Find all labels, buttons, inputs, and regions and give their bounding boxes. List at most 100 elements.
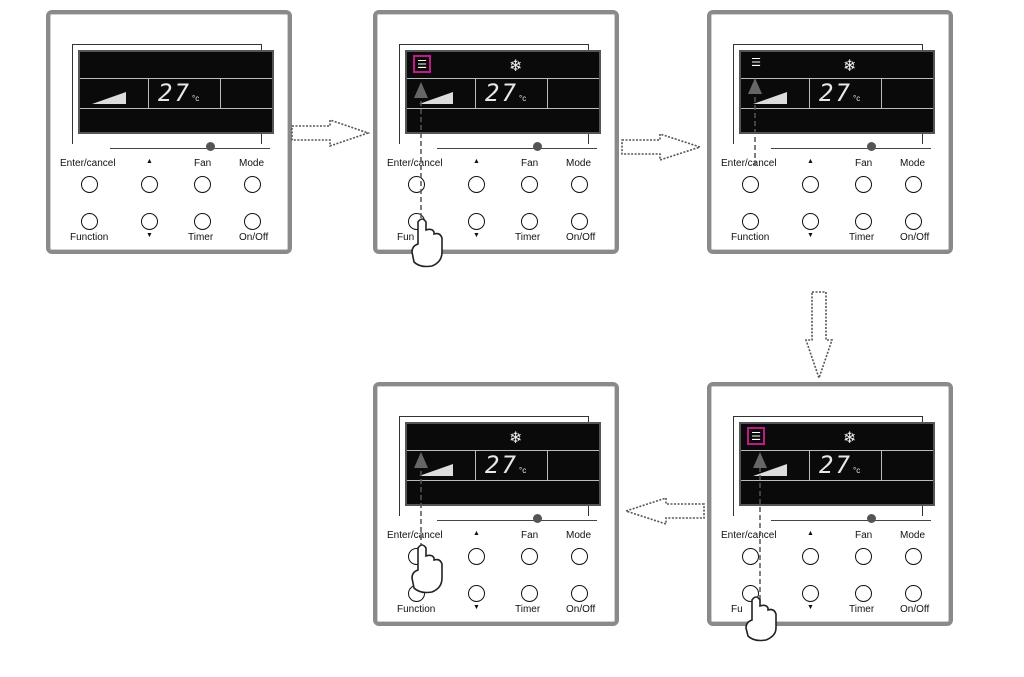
mode-button[interactable] [571, 176, 588, 193]
up-button[interactable] [468, 176, 485, 193]
timer-button[interactable] [855, 213, 872, 230]
function-button[interactable] [408, 213, 425, 230]
lcd-divider [741, 108, 933, 109]
temperature-unit: °c [192, 94, 200, 103]
on-off-label: On/Off [900, 232, 930, 243]
down-arrow-icon: ▼ [807, 604, 814, 611]
mode-label: Mode [566, 158, 592, 169]
mode-button[interactable] [905, 176, 922, 193]
fan-label: Fan [194, 158, 212, 169]
on-off-label: On/Off [900, 604, 930, 615]
timer-button[interactable] [521, 213, 538, 230]
function-label: Fu [731, 604, 743, 615]
up-arrow-icon: ▲ [146, 158, 153, 165]
on-off-button[interactable] [571, 213, 588, 230]
mode-label: Mode [239, 158, 265, 169]
timer-label: Timer [849, 232, 875, 243]
up-arrow-icon: ▲ [807, 158, 814, 165]
mode-button[interactable] [905, 548, 922, 565]
swing-icon [413, 427, 431, 445]
lcd-divider [220, 78, 221, 108]
on-off-button[interactable] [244, 213, 261, 230]
down-arrow-icon: ▼ [473, 604, 480, 611]
function-button[interactable] [742, 585, 759, 602]
timer-button[interactable] [194, 213, 211, 230]
temperature-readout: 27 [819, 79, 852, 107]
function-button[interactable] [742, 213, 759, 230]
dotted-arrow-icon [804, 291, 834, 381]
temperature-readout: 27 [158, 79, 191, 107]
timer-button[interactable] [855, 585, 872, 602]
down-arrow-icon: ▼ [807, 232, 814, 239]
dotted-arrow-icon [623, 496, 705, 526]
timer-button[interactable] [521, 585, 538, 602]
on-off-button[interactable] [571, 585, 588, 602]
indicator-line [771, 148, 931, 150]
controller-panel-1: 27 °c Enter/cancel ▲ Fan Mode Function ▼… [46, 10, 292, 254]
fan-label: Fan [521, 530, 539, 541]
lcd-divider [809, 450, 810, 480]
indicator-line [110, 148, 270, 150]
up-button[interactable] [141, 176, 158, 193]
enter-cancel-button[interactable] [742, 176, 759, 193]
function-button[interactable] [81, 213, 98, 230]
indicator-led [867, 142, 876, 151]
lcd-screen: 27 °c [78, 50, 274, 134]
fan-button[interactable] [855, 548, 872, 565]
fan-button[interactable] [521, 548, 538, 565]
enter-cancel-button[interactable] [408, 548, 425, 565]
function-button[interactable] [408, 585, 425, 602]
lcd-divider [809, 78, 810, 108]
mode-button[interactable] [244, 176, 261, 193]
up-button[interactable] [468, 548, 485, 565]
fan-speed-icon [419, 464, 453, 476]
indicator-line [437, 520, 597, 522]
enter-cancel-button[interactable] [408, 176, 425, 193]
function-label: Function [731, 232, 770, 243]
mode-button[interactable] [571, 548, 588, 565]
down-button[interactable] [468, 585, 485, 602]
temperature-readout: 27 [819, 451, 852, 479]
down-arrow-icon: ▼ [473, 232, 480, 239]
controller-panel-2: ☰ ❄ 27 °c Enter/cancel ▲ Fan Mode Fun ▼ … [373, 10, 619, 254]
fan-speed-icon [753, 92, 787, 104]
up-arrow-icon: ▲ [473, 158, 480, 165]
temperature-readout: 27 [485, 79, 518, 107]
enter-cancel-button[interactable] [742, 548, 759, 565]
down-button[interactable] [802, 213, 819, 230]
function-label: Function [70, 232, 109, 243]
fan-button[interactable] [521, 176, 538, 193]
enter-cancel-button[interactable] [81, 176, 98, 193]
timer-label: Timer [188, 232, 214, 243]
fan-button[interactable] [855, 176, 872, 193]
on-off-button[interactable] [905, 585, 922, 602]
up-button[interactable] [802, 548, 819, 565]
lcd-divider [80, 78, 272, 79]
on-off-button[interactable] [905, 213, 922, 230]
down-button[interactable] [802, 585, 819, 602]
lcd-screen: ☰ ❄ 27 °c [739, 50, 935, 134]
on-off-label: On/Off [566, 604, 596, 615]
function-label: Function [397, 604, 436, 615]
lcd-divider [741, 78, 933, 79]
lcd-divider [881, 450, 882, 480]
function-label: Fun [397, 232, 415, 243]
down-button[interactable] [468, 213, 485, 230]
indicator-line [771, 520, 931, 522]
fan-label: Fan [521, 158, 539, 169]
on-off-label: On/Off [566, 232, 596, 243]
controller-panel-4: ☰ ❄ 27 °c Enter/cancel ▲ Fan Mode Fu ▼ T… [707, 382, 953, 626]
lcd-divider [547, 78, 548, 108]
down-button[interactable] [141, 213, 158, 230]
up-button[interactable] [802, 176, 819, 193]
lcd-divider [407, 78, 599, 79]
down-arrow-icon: ▼ [146, 232, 153, 239]
enter-cancel-label: Enter/cancel [721, 158, 777, 169]
mode-label: Mode [900, 530, 926, 541]
lcd-divider [881, 78, 882, 108]
lcd-divider [475, 450, 476, 480]
enter-cancel-label: Enter/cancel [387, 530, 443, 541]
fan-button[interactable] [194, 176, 211, 193]
enter-cancel-label: Enter/cancel [60, 158, 116, 169]
lcd-divider [741, 450, 933, 451]
